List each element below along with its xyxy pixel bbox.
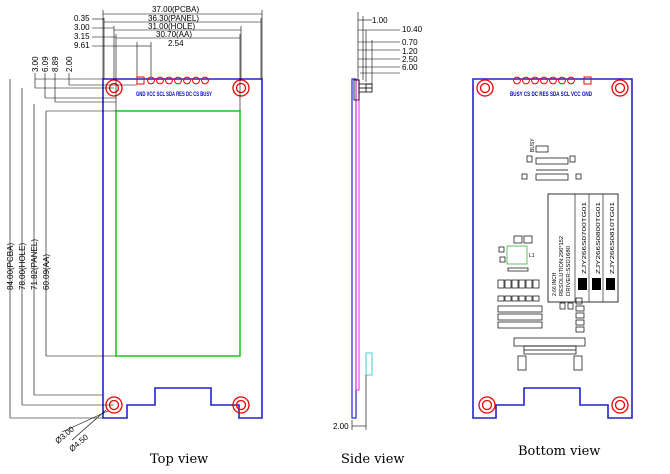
bottom-label-box	[547, 193, 619, 303]
side-dim-1.00: 1.00	[372, 16, 388, 25]
dim-hole-height: 78.00(HOLE)	[18, 243, 27, 290]
bottom-pin-labels: BUSY CS DC RES SDA SCL VCC GND	[510, 91, 592, 98]
dim-v-8.89: 8.89	[51, 56, 60, 72]
caption-side-view: Side view	[341, 452, 405, 467]
dim-panel-height: 71.82(PANEL)	[30, 239, 39, 290]
bottom-ic-label: BUSY	[530, 138, 536, 152]
dim-left-0: 0.35	[74, 14, 90, 23]
side-dim-0.70: 0.70	[402, 38, 418, 47]
bottom-fpc-connector	[513, 337, 586, 371]
dim-aa-width: 30.70(AA)	[156, 30, 192, 39]
side-pcb	[351, 78, 357, 419]
mounting-hole-bottom-right	[232, 396, 250, 414]
top-pcb-outline	[102, 78, 263, 419]
dim-aa-height: 60.09(AA)	[42, 254, 51, 290]
part-number-2: ZJY266S0810TG01	[610, 202, 616, 274]
dim-left-3: 9.61	[74, 41, 90, 50]
top-h-dimension-lines	[92, 10, 263, 111]
top-pin-labels: GND VCC SCL SDA RES DC CS BUSY	[136, 91, 212, 98]
caption-bottom-view: Bottom view	[518, 444, 600, 459]
caption-top-view: Top view	[150, 452, 208, 467]
part-number-0: ZJY266S0700TG01	[582, 202, 588, 274]
bottom-mounting-holes	[476, 79, 629, 414]
bottom-barcode-blocks	[578, 278, 615, 290]
bottom-ic-area	[521, 145, 582, 181]
dim-left-2: 3.15	[74, 32, 90, 41]
dim-v-3.00: 3.00	[31, 56, 40, 72]
part-number-1: ZJY266S0800TG01	[596, 202, 602, 274]
side-dim-2.50: 2.50	[402, 55, 418, 64]
dim-pcba-width: 37.00(PCBA)	[152, 5, 199, 14]
hole-leaders	[61, 409, 109, 441]
dim-v-6.09: 6.09	[41, 56, 50, 72]
top-v-long-lines	[9, 79, 116, 419]
bottom-label-dividers	[574, 194, 604, 302]
top-v-short-lines	[34, 73, 137, 103]
side-fpc	[365, 352, 373, 376]
side-dim-6.00: 6.00	[402, 63, 418, 72]
info-line-2: DRIVER:SSD1680	[566, 246, 572, 296]
mounting-hole-top-right	[232, 79, 250, 97]
side-dim-1.20: 1.20	[402, 47, 418, 56]
top-view: GND VCC SCL SDA RES DC CS BUSY 37.00(PCB	[6, 5, 263, 454]
dim-v-2.00: 2.00	[65, 56, 74, 72]
side-dim-2.00: 2.00	[333, 422, 349, 431]
dim-left-1: 3.00	[74, 23, 90, 32]
side-dim-lines	[351, 12, 400, 430]
bottom-view: BUSY CS DC RES SDA SCL VCC GND BUSY ZJY2…	[472, 76, 633, 419]
dim-panel-width: 36.30(PANEL)	[148, 14, 199, 23]
bottom-pcb-outline	[472, 78, 633, 419]
top-pin-header	[136, 76, 209, 85]
dim-hole-width: 31.00(HOLE)	[148, 22, 195, 31]
info-line-1: RESOLUTION:296*152	[559, 236, 565, 296]
side-header	[353, 79, 373, 101]
bottom-components	[497, 235, 585, 333]
side-view: 1.00 10.40 0.70 1.20 2.50 6.00 2.00	[333, 12, 423, 431]
inductor-label: L1	[529, 253, 535, 259]
top-active-area	[115, 110, 241, 357]
info-line-0: 2.66 INCH	[552, 272, 558, 296]
dim-pcba-height: 84.00(PCBA)	[6, 243, 15, 290]
side-panel	[355, 79, 360, 391]
side-dim-10.40: 10.40	[402, 25, 423, 34]
bottom-pin-header	[513, 76, 592, 85]
dim-pin-pitch: 2.54	[168, 39, 184, 48]
